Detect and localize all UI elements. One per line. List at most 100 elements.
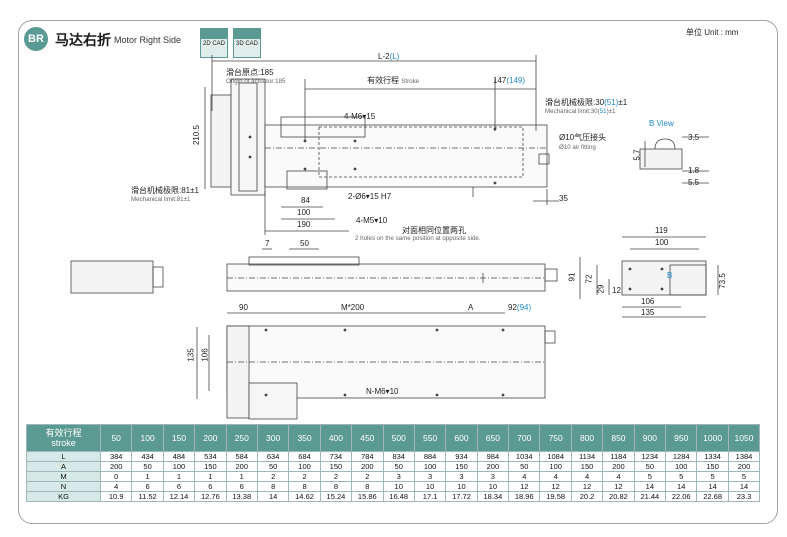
stroke-cell: 400 bbox=[319, 424, 353, 452]
stroke-dashed bbox=[318, 126, 524, 178]
label-bview: B View bbox=[649, 119, 674, 128]
stroke-cell: 100 bbox=[131, 424, 164, 452]
table-cell: 18.34 bbox=[476, 491, 510, 502]
table-cell: 1234 bbox=[633, 451, 667, 462]
table-cell: 1 bbox=[131, 471, 164, 482]
table-cell: 1 bbox=[194, 471, 227, 482]
table-cell: 3 bbox=[413, 471, 447, 482]
table-cell: 3 bbox=[445, 471, 478, 482]
table-cell: 484 bbox=[162, 451, 196, 462]
side-motor bbox=[70, 260, 154, 294]
row-label: L bbox=[26, 451, 101, 462]
table-cell: 10 bbox=[382, 481, 415, 492]
table-cell: 5 bbox=[633, 471, 667, 482]
cad-2d-button[interactable]: 2D CAD bbox=[200, 28, 228, 58]
table-cell: 200 bbox=[727, 461, 761, 472]
stroke-cell: 750 bbox=[539, 424, 572, 452]
table-cell: 20.2 bbox=[570, 491, 604, 502]
stroke-cell: 200 bbox=[194, 424, 227, 452]
table-cell: 1084 bbox=[539, 451, 572, 462]
label-90: 90 bbox=[239, 303, 248, 312]
side-slider bbox=[248, 256, 360, 266]
stroke-cell: 450 bbox=[351, 424, 384, 452]
table-cell: 1 bbox=[162, 471, 196, 482]
table-cell: 14 bbox=[696, 481, 729, 492]
stroke-cell: 900 bbox=[633, 424, 667, 452]
table-cell: 150 bbox=[696, 461, 729, 472]
table-cell: 12.76 bbox=[194, 491, 227, 502]
page-title: 马达右折 bbox=[55, 32, 111, 48]
top-body bbox=[264, 124, 548, 188]
label-nm6: N-M6▾10 bbox=[366, 387, 399, 396]
table-cell: 0 bbox=[99, 471, 133, 482]
table-cell: 1034 bbox=[508, 451, 541, 462]
label-35: 35 bbox=[559, 194, 568, 203]
table-cell: 12 bbox=[508, 481, 541, 492]
stroke-cell: 1050 bbox=[727, 424, 761, 452]
label-210: 210.5 bbox=[192, 124, 202, 146]
table-cell: 50 bbox=[633, 461, 667, 472]
label-l2: L-2(L) bbox=[378, 52, 400, 61]
cad-3d-label: 3D CAD bbox=[235, 41, 258, 47]
table-cell: 22.06 bbox=[665, 491, 698, 502]
table-cell: 6 bbox=[194, 481, 227, 492]
label-mech81: 滑台机械极限:81±1 bbox=[131, 186, 199, 195]
table-cell: 934 bbox=[445, 451, 478, 462]
technical-drawing bbox=[70, 55, 719, 420]
table-cell: 834 bbox=[382, 451, 415, 462]
side-body bbox=[226, 263, 546, 292]
floppy-icon bbox=[234, 29, 260, 39]
table-cell: 1184 bbox=[602, 451, 635, 462]
table-cell: 5 bbox=[696, 471, 729, 482]
unit-label: 单位 Unit : mm bbox=[686, 28, 739, 37]
label-origin: 滑台原点:185 bbox=[226, 68, 274, 77]
table-cell: 2 bbox=[319, 471, 353, 482]
table-cell: 12.14 bbox=[162, 491, 196, 502]
fitting-box bbox=[538, 153, 550, 165]
label-b: B bbox=[667, 271, 673, 280]
side-motor-end bbox=[152, 266, 164, 288]
bview-body bbox=[639, 148, 683, 170]
table-cell: 14 bbox=[665, 481, 698, 492]
label-5_5: 5.5 bbox=[688, 178, 700, 187]
row-label: N bbox=[26, 481, 101, 492]
table-cell: 12 bbox=[539, 481, 572, 492]
table-cell: 2 bbox=[256, 471, 290, 482]
table-cell: 200 bbox=[225, 461, 258, 472]
cad-3d-button[interactable]: 3D CAD bbox=[233, 28, 261, 58]
side-fitting bbox=[544, 268, 558, 282]
table-cell: 23.3 bbox=[727, 491, 761, 502]
stroke-cell: 250 bbox=[225, 424, 258, 452]
table-cell: 12 bbox=[570, 481, 604, 492]
model-badge: BR bbox=[24, 27, 48, 51]
stroke-cell: 600 bbox=[445, 424, 478, 452]
spec-sheet-frame: BR 马达右折 Motor Right Side 2D CAD 3D CAD 单… bbox=[18, 20, 778, 524]
table-cell: 18.96 bbox=[508, 491, 541, 502]
label-91: 91 bbox=[567, 272, 577, 282]
table-cell: 884 bbox=[413, 451, 447, 462]
table-cell: 6 bbox=[162, 481, 196, 492]
table-cell: 1284 bbox=[665, 451, 698, 462]
label-92: 92(94) bbox=[508, 303, 532, 312]
table-cell: 384 bbox=[99, 451, 133, 462]
table-cell: 50 bbox=[256, 461, 290, 472]
table-cell: 14 bbox=[256, 491, 290, 502]
stroke-cell: 650 bbox=[476, 424, 510, 452]
table-cell: 100 bbox=[539, 461, 572, 472]
label-190: 190 bbox=[297, 220, 311, 229]
motor-block bbox=[230, 78, 266, 196]
table-cell: 1134 bbox=[570, 451, 604, 462]
mounting-holes bbox=[248, 127, 664, 397]
table-cell: 14.62 bbox=[288, 491, 321, 502]
stroke-cell: 500 bbox=[382, 424, 415, 452]
table-cell: 784 bbox=[351, 451, 384, 462]
table-cell: 50 bbox=[508, 461, 541, 472]
table-cell: 22.68 bbox=[696, 491, 729, 502]
table-cell: 3 bbox=[476, 471, 510, 482]
label-100: 100 bbox=[297, 208, 311, 217]
table-cell: 8 bbox=[256, 481, 290, 492]
table-cell: 6 bbox=[131, 481, 164, 492]
